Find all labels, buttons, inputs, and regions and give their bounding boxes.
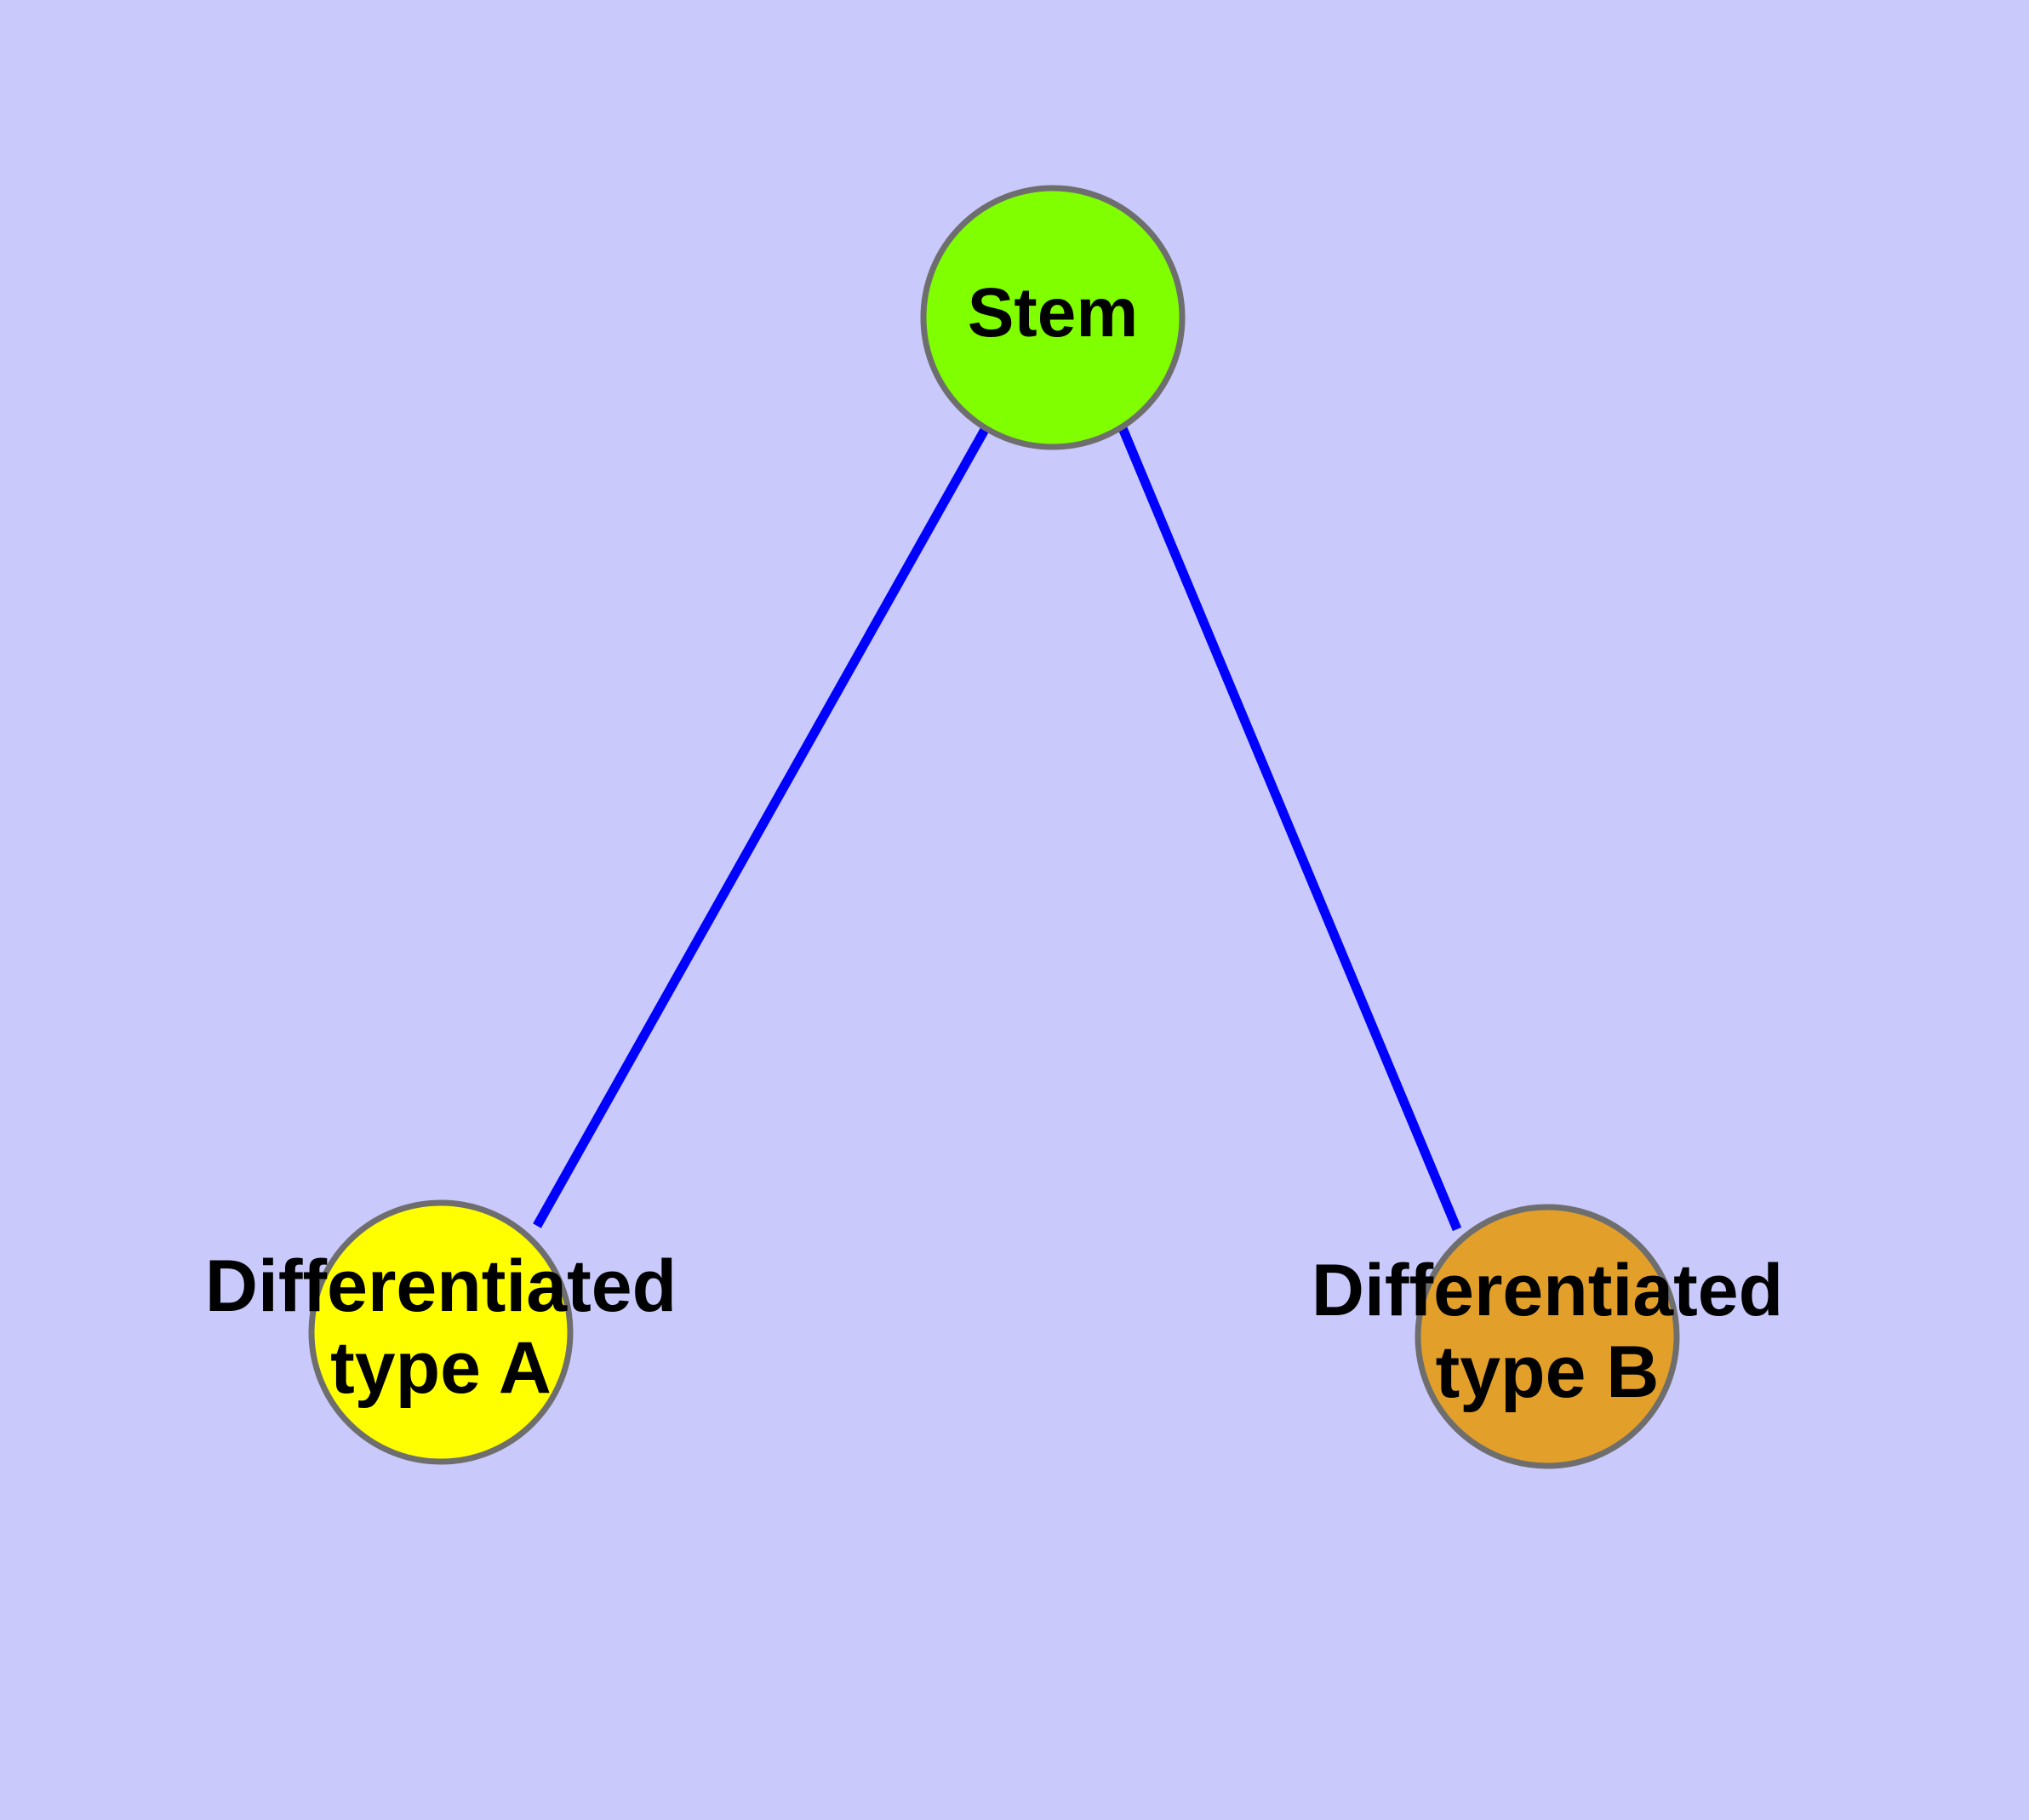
node-differentiated-type-a[interactable] bbox=[308, 1199, 574, 1465]
node-differentiated-type-a-circle[interactable] bbox=[308, 1199, 574, 1465]
edge-stem-to-differentiated-a[interactable] bbox=[533, 426, 990, 1228]
node-differentiated-type-b-circle[interactable] bbox=[1415, 1204, 1680, 1469]
label-line: Differentiated bbox=[1312, 1250, 1783, 1331]
label-line: type A bbox=[330, 1327, 552, 1409]
node-stem[interactable] bbox=[920, 185, 1186, 450]
node-differentiated-type-b[interactable] bbox=[1415, 1204, 1680, 1469]
node-stem-label: Stem bbox=[968, 274, 1139, 352]
edge-layer bbox=[533, 426, 1462, 1232]
node-layer bbox=[308, 185, 1680, 1469]
edge-stem-to-differentiated-b[interactable] bbox=[1117, 426, 1462, 1232]
label-line: type B bbox=[1436, 1331, 1660, 1413]
label-line: Differentiated bbox=[205, 1245, 677, 1327]
label-line: Stem bbox=[968, 274, 1139, 352]
node-stem-circle[interactable] bbox=[920, 185, 1186, 450]
